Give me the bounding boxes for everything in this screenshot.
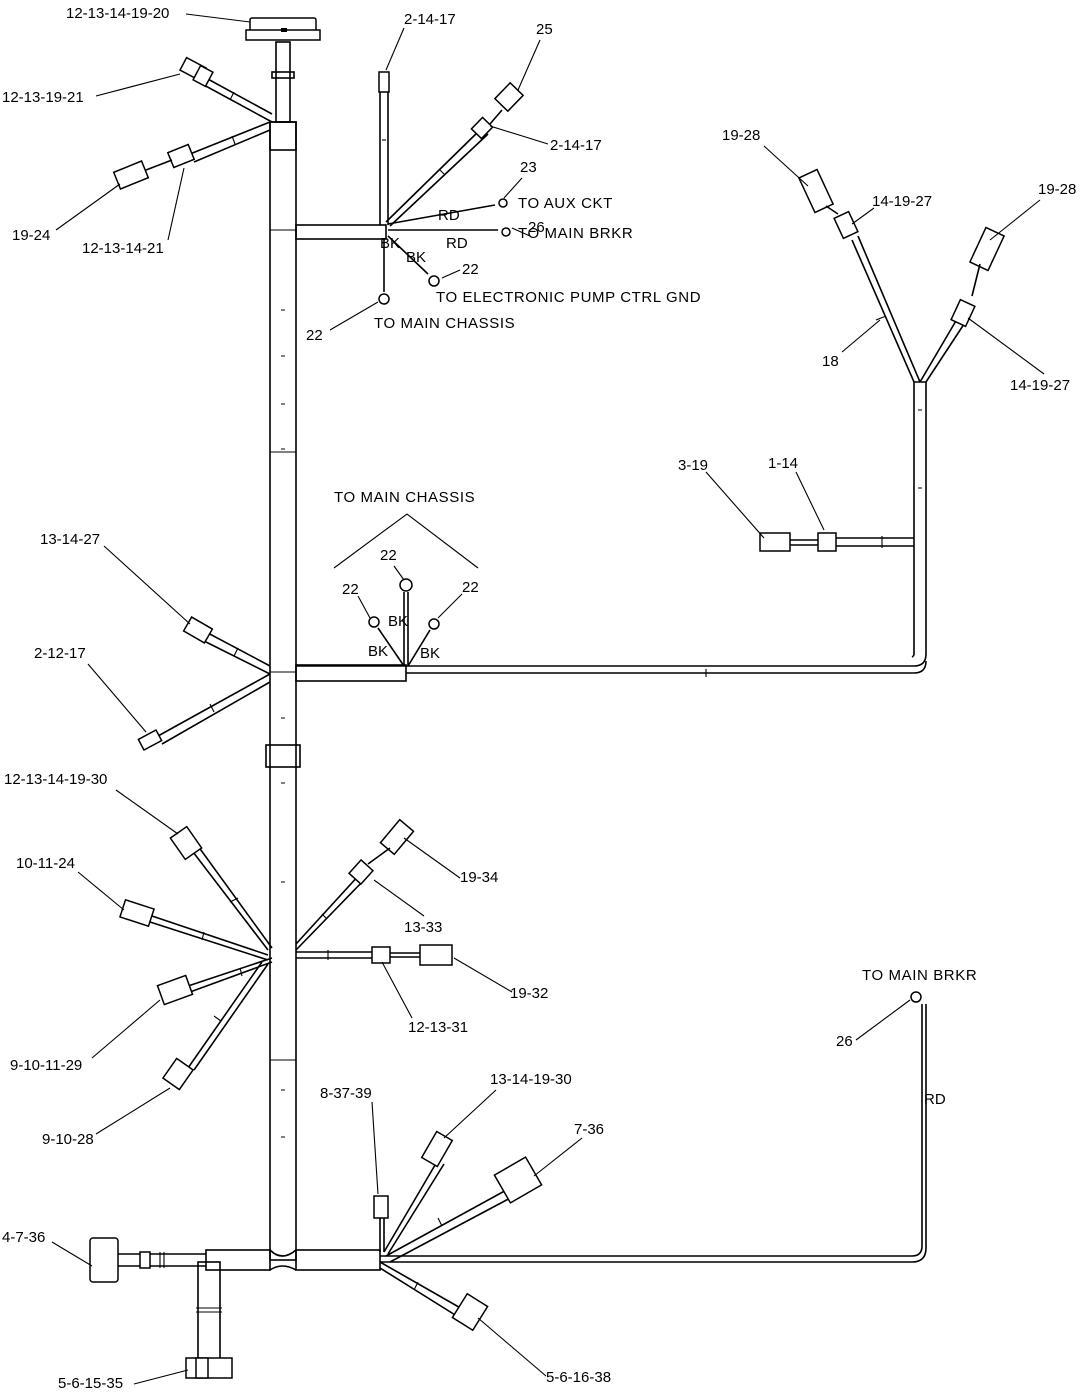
- callout-25: 25: [536, 21, 553, 38]
- center-ground-studs: [333, 513, 479, 667]
- dest-main-brkr-upper: TO MAIN BRKR: [518, 225, 633, 242]
- callout-22-pump: 22: [462, 261, 479, 278]
- callout-12-13-14-19-20: 12-13-14-19-20: [66, 5, 169, 22]
- callout-13-33: 13-33: [404, 919, 442, 936]
- callout-19-24: 19-24: [12, 227, 50, 244]
- callout-13-14-19-30: 13-14-19-30: [490, 1071, 572, 1088]
- wire-color-rd-aux: RD: [438, 207, 460, 224]
- wire-color-bk-center: BK: [388, 613, 408, 630]
- branch-top-center: [295, 71, 525, 305]
- callout-18: 18: [822, 353, 839, 370]
- callout-26-upper: 26: [528, 219, 545, 236]
- callout-14-19-27-right: 14-19-27: [1010, 377, 1070, 394]
- dest-main-brkr-lower: TO MAIN BRKR: [862, 967, 977, 984]
- callout-12-13-14-21: 12-13-14-21: [82, 240, 164, 257]
- callout-1-14: 1-14: [768, 455, 798, 472]
- callout-2-12-17: 2-12-17: [34, 645, 86, 662]
- dest-aux-ckt: TO AUX CKT: [518, 195, 613, 212]
- branch-bottom: [89, 991, 927, 1379]
- callout-5-6-16-38: 5-6-16-38: [546, 1369, 611, 1386]
- callout-13-14-27: 13-14-27: [40, 531, 100, 548]
- callout-9-10-11-29: 9-10-11-29: [10, 1057, 82, 1074]
- callout-12-13-14-19-30: 12-13-14-19-30: [4, 771, 107, 788]
- callout-12-13-19-21: 12-13-19-21: [2, 89, 84, 106]
- branch-left-mid: [137, 616, 271, 752]
- callout-22-chassis-upper: 22: [306, 327, 323, 344]
- callout-3-19: 3-19: [678, 457, 708, 474]
- dest-main-chassis-center: TO MAIN CHASSIS: [334, 489, 475, 506]
- callout-2-14-17-mid: 2-14-17: [550, 137, 602, 154]
- wire-color-bk-chassis: BK: [380, 235, 400, 252]
- wire-color-rd-lower: RD: [924, 1091, 946, 1108]
- callout-2-14-17-top: 2-14-17: [404, 11, 456, 28]
- callout-22-center: 22: [380, 547, 397, 564]
- callout-23: 23: [520, 159, 537, 176]
- main-trunk: [265, 41, 301, 1261]
- wire-color-bk-left: BK: [368, 643, 388, 660]
- wire-color-bk-right: BK: [420, 645, 440, 662]
- wire-color-bk-pump: BK: [406, 249, 426, 266]
- wire-color-labels: RD RD BK BK BK BK BK RD: [368, 207, 946, 1108]
- callout-19-28-right: 19-28: [1038, 181, 1076, 198]
- callout-19-28-left: 19-28: [722, 127, 760, 144]
- callout-19-32: 19-32: [510, 985, 548, 1002]
- branch-lower-fan: [119, 818, 453, 1091]
- branch-12-13-19-21: [178, 56, 273, 123]
- connector-12-13-14-19-20: [245, 17, 321, 41]
- destination-labels: TO AUX CKT TO MAIN BRKR TO ELECTRONIC PU…: [334, 195, 977, 984]
- dest-main-chassis-upper: TO MAIN CHASSIS: [374, 315, 515, 332]
- callout-4-7-36: 4-7-36: [2, 1229, 45, 1246]
- callout-22-left: 22: [342, 581, 359, 598]
- dest-pump-ctrl-gnd: TO ELECTRONIC PUMP CTRL GND: [436, 289, 701, 306]
- leader-lines: [51, 13, 1045, 1385]
- callout-22-right: 22: [462, 579, 479, 596]
- callout-26-lower: 26: [836, 1033, 853, 1050]
- callout-labels: 12-13-14-19-20 12-13-19-21 19-24 12-13-1…: [2, 5, 1076, 1392]
- branch-right-y: [295, 168, 1006, 682]
- branch-12-13-14-21: [112, 121, 271, 190]
- wire-color-rd-brkr: RD: [446, 235, 468, 252]
- callout-5-6-15-35: 5-6-15-35: [58, 1375, 123, 1392]
- callout-7-36: 7-36: [574, 1121, 604, 1138]
- callout-19-34: 19-34: [460, 869, 498, 886]
- callout-9-10-28: 9-10-28: [42, 1131, 94, 1148]
- callout-10-11-24: 10-11-24: [16, 855, 75, 872]
- callout-12-13-31: 12-13-31: [408, 1019, 468, 1036]
- callout-14-19-27-left: 14-19-27: [872, 193, 932, 210]
- callout-8-37-39: 8-37-39: [320, 1085, 372, 1102]
